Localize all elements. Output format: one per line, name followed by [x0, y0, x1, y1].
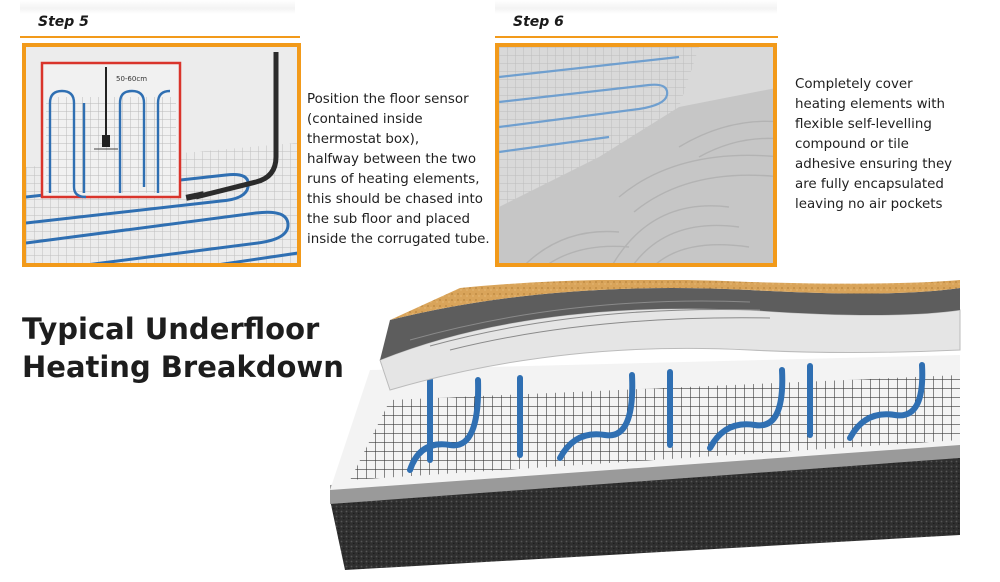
step6-header-bar: [495, 0, 777, 14]
step5-header-bar: [20, 0, 295, 14]
step5-divider: [20, 36, 300, 38]
step6-desc-line: are fully encapsulated: [795, 177, 944, 192]
inset-measure-label: 50-60cm: [116, 75, 147, 83]
layer-cutaway-illustration: [330, 279, 961, 570]
step5-label: Step 5: [38, 14, 89, 30]
step6-compound-illustration: [499, 47, 773, 263]
step6-desc-line: leaving no air pockets: [795, 197, 943, 212]
step5-desc-line: the sub floor and placed: [307, 212, 471, 227]
step5-desc-line: thermostat box),: [307, 132, 420, 147]
step6-desc-line: heating elements with: [795, 97, 946, 112]
page-title: Typical Underfloor Heating Breakdown: [22, 310, 344, 386]
step5-desc-line: Position the floor sensor: [307, 92, 469, 107]
step5-illustration: 50-60cm: [22, 43, 301, 267]
underfloor-breakdown-illustration: [330, 279, 980, 574]
step6-illustration: [495, 43, 777, 267]
step6-divider: [495, 36, 778, 38]
title-line-1: Typical Underfloor: [22, 312, 320, 346]
step5-floor-sensor-illustration: 50-60cm: [26, 47, 297, 263]
step5-desc-line: runs of heating elements,: [307, 172, 480, 187]
step6-label: Step 6: [513, 14, 564, 30]
step6-desc-line: compound or tile: [795, 137, 909, 152]
step5-desc-line: halfway between the two: [307, 152, 477, 167]
step6-desc-line: Completely cover: [795, 77, 913, 92]
step5-desc-line: this should be chased into: [307, 192, 483, 207]
step6-desc-line: flexible self-levelling: [795, 117, 932, 132]
step5-desc-line: (contained inside: [307, 112, 423, 127]
step5-desc-line: inside the corrugated tube.: [307, 232, 490, 247]
step5-description: Position the floor sensor (contained ins…: [307, 90, 490, 250]
step6-desc-line: adhesive ensuring they: [795, 157, 953, 172]
step6-description: Completely cover heating elements with f…: [795, 75, 952, 215]
title-line-2: Heating Breakdown: [22, 350, 344, 384]
